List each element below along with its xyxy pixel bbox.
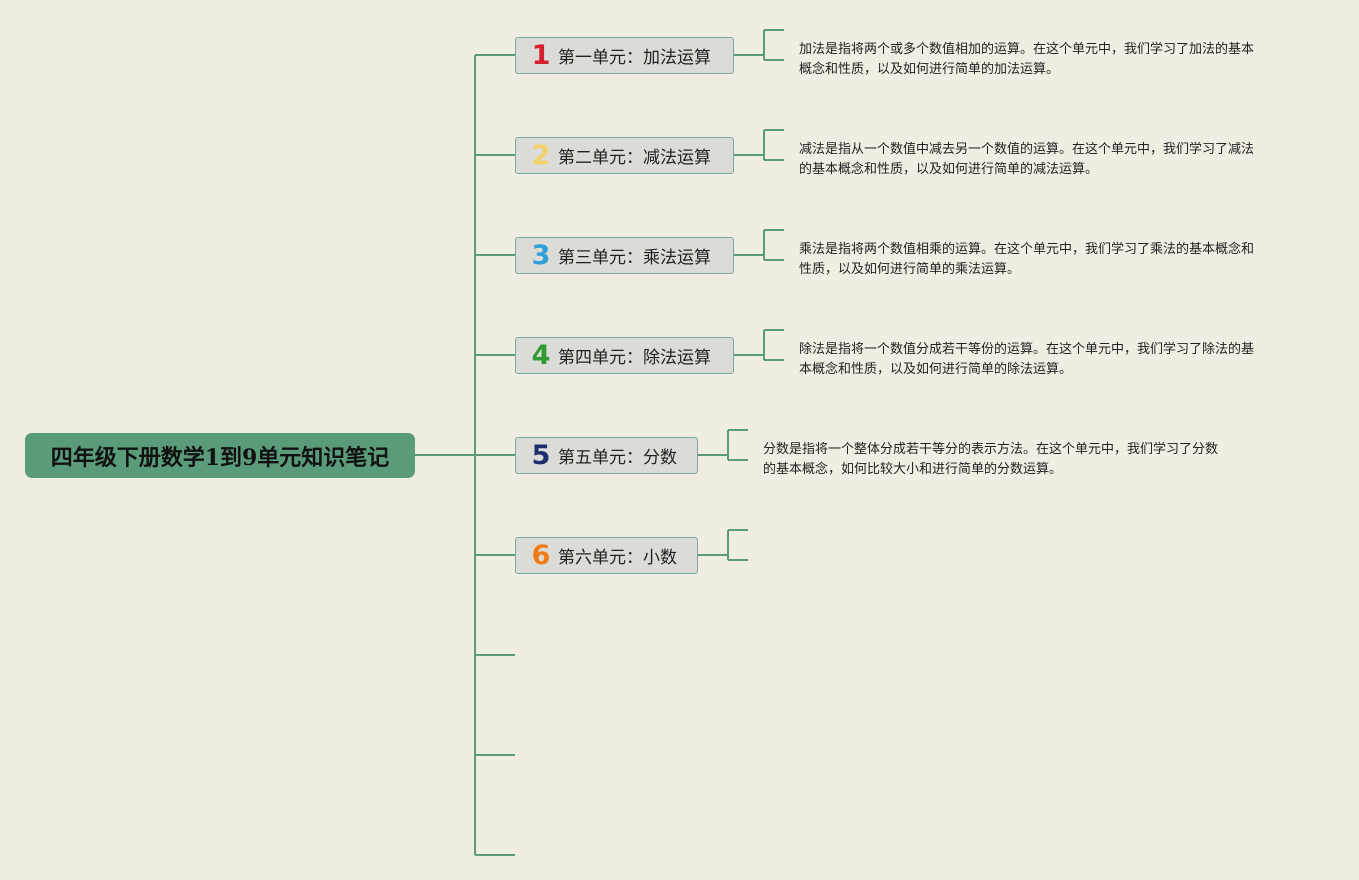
root-title: 四年级下册数学1到9单元知识笔记 (50, 444, 390, 471)
unit-label-5: 第五单元：分数 (558, 447, 677, 468)
description-line: 概念和性质，以及如何进行简单的加法运算。 (799, 62, 1060, 77)
unit-number-6: 6 (531, 539, 551, 571)
unit-node-1[interactable]: 1 第一单元：加法运算 (515, 36, 734, 74)
unit-number-1: 1 (531, 39, 551, 71)
unit-description-5: 分数是指将一个整体分成若干等分的表示方法。在这个单元中，我们学习了分数的基本概念… (763, 440, 1218, 480)
unit-label-3: 第三单元：乘法运算 (558, 247, 711, 268)
unit-number-2: 2 (531, 139, 551, 171)
description-line: 性质，以及如何进行简单的乘法运算。 (799, 262, 1021, 277)
description-line: 本概念和性质，以及如何进行简单的除法运算。 (799, 362, 1073, 377)
description-line: 分数是指将一个整体分成若干等分的表示方法。在这个单元中，我们学习了分数 (763, 442, 1219, 457)
unit-label-4: 第四单元：除法运算 (558, 347, 711, 368)
unit-node-4[interactable]: 4 第四单元：除法运算 (515, 336, 734, 374)
unit-description-1: 加法是指将两个或多个数值相加的运算。在这个单元中，我们学习了加法的基本概念和性质… (799, 40, 1254, 80)
unit-node-6[interactable]: 6 第六单元：小数 (515, 536, 698, 574)
unit-number-5: 5 (531, 439, 551, 471)
description-line: 的基本概念和性质，以及如何进行简单的减法运算。 (799, 162, 1099, 177)
description-line: 加法是指将两个或多个数值相加的运算。在这个单元中，我们学习了加法的基本 (799, 42, 1255, 57)
unit-node-2[interactable]: 2 第二单元：减法运算 (515, 136, 734, 174)
description-line: 乘法是指将两个数值相乘的运算。在这个单元中，我们学习了乘法的基本概念和 (799, 242, 1255, 257)
unit-node-3[interactable]: 3 第三单元：乘法运算 (515, 236, 734, 274)
description-line: 除法是指将一个数值分成若干等份的运算。在这个单元中，我们学习了除法的基 (799, 342, 1255, 357)
unit-description-4: 除法是指将一个数值分成若干等份的运算。在这个单元中，我们学习了除法的基本概念和性… (799, 340, 1254, 380)
unit-label-6: 第六单元：小数 (558, 547, 677, 568)
unit-label-1: 第一单元：加法运算 (558, 47, 711, 68)
unit-number-4: 4 (531, 339, 551, 371)
unit-node-5[interactable]: 5 第五单元：分数 (515, 436, 698, 474)
unit-description-3: 乘法是指将两个数值相乘的运算。在这个单元中，我们学习了乘法的基本概念和性质，以及… (799, 240, 1254, 280)
unit-number-3: 3 (531, 239, 551, 271)
description-line: 减法是指从一个数值中减去另一个数值的运算。在这个单元中，我们学习了减法 (799, 142, 1255, 157)
description-line: 的基本概念，如何比较大小和进行简单的分数运算。 (763, 462, 1063, 477)
unit-label-2: 第二单元：减法运算 (558, 147, 711, 168)
unit-description-2: 减法是指从一个数值中减去另一个数值的运算。在这个单元中，我们学习了减法的基本概念… (799, 140, 1254, 180)
root-topic[interactable]: 四年级下册数学1到9单元知识笔记 (25, 433, 415, 478)
